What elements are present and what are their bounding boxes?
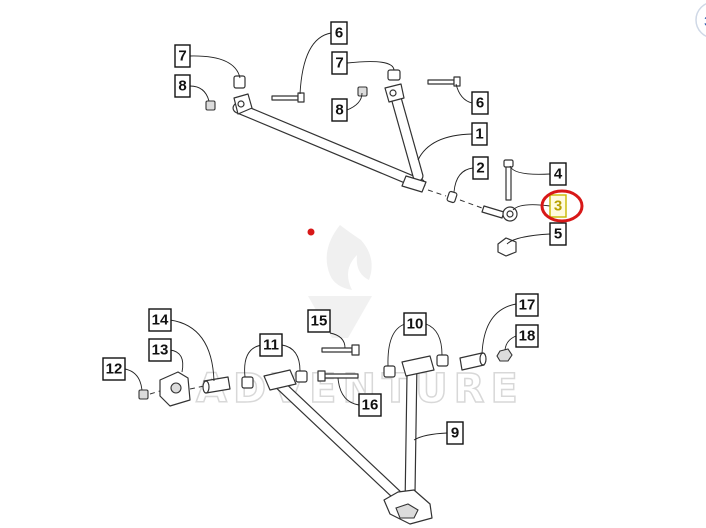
bushing-14[interactable] [202, 376, 231, 394]
callout-8-left[interactable]: 8 [174, 74, 191, 98]
watermark-logo [308, 225, 372, 338]
bushing-7-right[interactable] [387, 69, 401, 81]
callout-5[interactable]: 5 [549, 222, 567, 246]
svg-text:1: 1 [475, 126, 483, 143]
callout-1[interactable]: 1 [471, 122, 488, 146]
bolt-6-right[interactable] [427, 76, 461, 87]
bolt-16[interactable] [317, 370, 359, 382]
nut-8-right[interactable] [357, 86, 368, 97]
callout-4[interactable]: 4 [549, 162, 567, 186]
corner-badge[interactable]: 3 [695, 2, 706, 38]
bushing-11-left[interactable] [241, 376, 254, 389]
bolt-4[interactable] [503, 159, 514, 201]
callout-11[interactable]: 11 [259, 333, 283, 357]
svg-text:8: 8 [178, 78, 186, 95]
svg-text:17: 17 [519, 297, 536, 314]
svg-text:5: 5 [554, 226, 562, 243]
svg-text:7: 7 [178, 48, 186, 65]
bolt-6-left[interactable] [271, 92, 305, 103]
bolt-15[interactable] [321, 344, 360, 356]
callout-13[interactable]: 13 [148, 338, 172, 362]
callout-2[interactable]: 2 [472, 156, 489, 180]
svg-text:4: 4 [554, 166, 563, 183]
nut-12[interactable] [138, 389, 149, 400]
sleeve-2[interactable] [446, 190, 458, 204]
callout-3-highlighted[interactable]: 3 [549, 194, 567, 218]
svg-text:8: 8 [335, 102, 343, 119]
svg-text:16: 16 [362, 397, 379, 414]
callout-7-right[interactable]: 7 [331, 51, 348, 75]
corner-badge-text: 3 [704, 13, 706, 29]
callout-6-right[interactable]: 6 [471, 91, 489, 115]
bushing-10-left[interactable] [383, 365, 396, 378]
svg-text:7: 7 [335, 55, 343, 72]
callout-9[interactable]: 9 [446, 421, 464, 445]
svg-text:18: 18 [519, 328, 536, 345]
svg-text:2: 2 [476, 160, 484, 177]
bushing-17[interactable] [459, 352, 487, 371]
svg-text:9: 9 [451, 425, 459, 442]
lower-a-arm-assembly [263, 355, 435, 525]
callout-7-left[interactable]: 7 [174, 44, 191, 68]
cap-5[interactable] [497, 237, 517, 257]
nut-8-left[interactable] [205, 100, 216, 111]
callout-12[interactable]: 12 [102, 357, 126, 381]
bracket-13[interactable] [159, 371, 191, 407]
svg-text:12: 12 [106, 361, 123, 378]
svg-text:3: 3 [554, 198, 562, 215]
callout-6-left[interactable]: 6 [330, 21, 348, 45]
svg-text:15: 15 [311, 313, 328, 330]
svg-text:10: 10 [407, 316, 424, 333]
svg-text:13: 13 [152, 342, 169, 359]
nut-18[interactable] [496, 348, 513, 362]
callout-8-right[interactable]: 8 [331, 98, 348, 122]
svg-text:6: 6 [335, 25, 343, 42]
svg-text:6: 6 [476, 95, 484, 112]
callout-15[interactable]: 15 [307, 309, 331, 333]
callout-18[interactable]: 18 [515, 324, 539, 348]
highlight-circle [540, 189, 584, 223]
ball-joint-3[interactable] [481, 205, 518, 222]
callout-10[interactable]: 10 [403, 312, 427, 336]
red-marker-dot [307, 228, 315, 236]
callout-16[interactable]: 16 [358, 393, 382, 417]
svg-text:14: 14 [152, 312, 169, 329]
bushing-11-right[interactable] [295, 370, 308, 383]
svg-text:11: 11 [263, 337, 279, 354]
callout-17[interactable]: 17 [515, 293, 539, 317]
bushing-10-right[interactable] [436, 354, 449, 367]
upper-a-arm-assembly [232, 83, 427, 193]
callout-14[interactable]: 14 [148, 308, 172, 332]
